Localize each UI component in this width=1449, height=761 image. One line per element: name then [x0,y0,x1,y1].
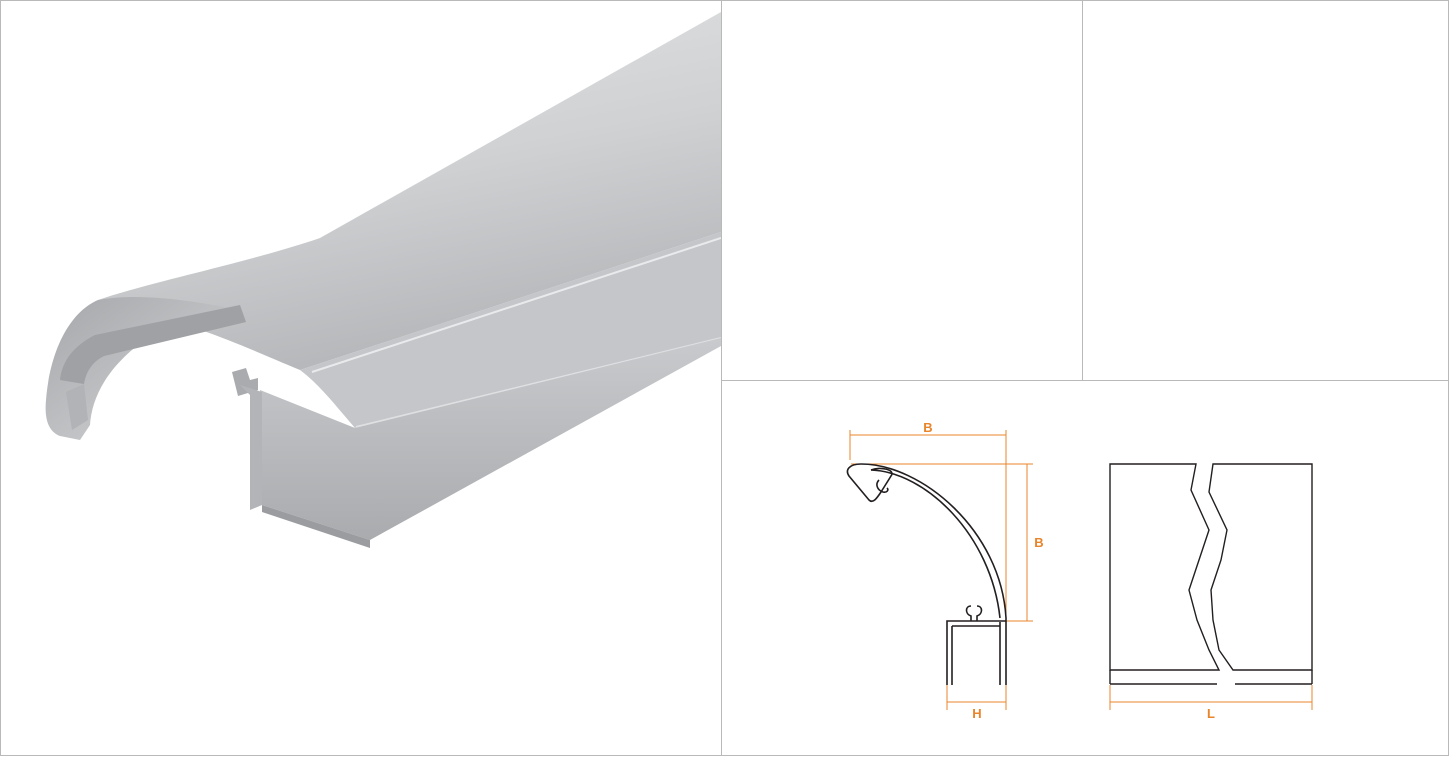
section-nose-clip [876,479,889,493]
empty-cell-a [721,0,1082,380]
technical-drawing-cell: B B H L [721,380,1449,756]
length-view-right-part [1208,463,1313,671]
section-top-clip [965,605,983,621]
profile-front-face [260,338,721,540]
section-nose [846,463,893,503]
dim-label-b-top: B [923,420,932,435]
profile-box-bottom-edge [262,505,370,548]
section-channel-outer [946,620,1006,685]
profile-box-inner [240,385,262,510]
dim-label-l: L [1207,706,1215,721]
dim-label-h: H [972,706,981,721]
length-view [1109,463,1313,685]
dim-label-b-right: B [1034,535,1043,550]
profile-flat-surface [300,232,721,428]
technical-drawing: B B H L [846,420,1313,721]
profile-inner-rail [60,305,246,384]
profile-end-cap [45,297,241,440]
profile-inner-clip [66,384,88,430]
product-photo-cell [0,0,722,756]
profile-edge-highlight-2 [355,337,722,428]
profile-top-surface [98,12,721,370]
aluminium-profile-photo [45,12,722,548]
section-outer-arc [860,463,1007,619]
profile-edge-highlight [311,237,722,373]
length-view-left-part [1109,463,1221,671]
profile-cross-section [846,463,1007,685]
dimension-lines [849,430,1313,710]
empty-cell-b [1082,0,1449,380]
